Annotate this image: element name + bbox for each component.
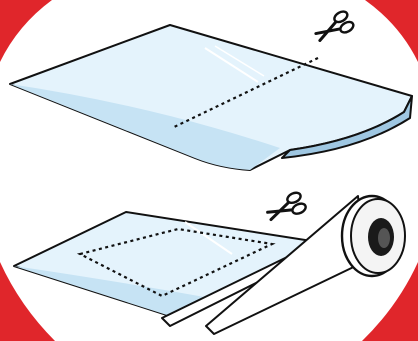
bag2-shade (14, 266, 210, 316)
bag-shade (10, 84, 280, 170)
red-corner-top-left (0, 0, 52, 62)
tape-roll-icon (205, 194, 406, 335)
scissors-icon (314, 10, 355, 42)
red-corner-bottom-left (0, 262, 55, 341)
cut-line (76, 227, 276, 298)
red-corner-top-right (365, 0, 418, 62)
bag-highlight (204, 47, 259, 83)
red-corner-bottom-right (362, 262, 418, 341)
tape-roll-hole-inner (378, 228, 390, 248)
bag-open-end (281, 95, 413, 159)
step2-bag (13, 191, 325, 327)
bag-highlight (214, 45, 265, 77)
cut-line (171, 57, 319, 129)
bag2-highlight (184, 221, 233, 255)
step1-bag (9, 10, 413, 171)
scissors-icon (266, 191, 307, 222)
